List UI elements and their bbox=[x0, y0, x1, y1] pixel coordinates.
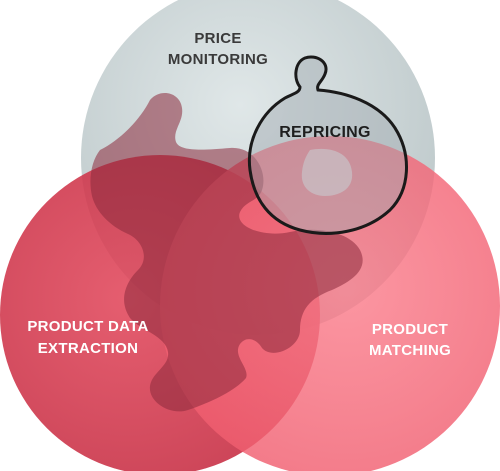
repricing-inner-knob bbox=[301, 148, 353, 196]
product-data-extraction-label-line1: PRODUCT DATA bbox=[27, 318, 148, 335]
repricing-label: REPRICING bbox=[279, 124, 371, 141]
product-matching-label-line1: PRODUCT bbox=[372, 321, 448, 338]
product-matching-circle bbox=[160, 136, 500, 471]
overlap-puzzle-piece bbox=[90, 93, 363, 412]
price-monitoring-label-line2: MONITORING bbox=[168, 51, 268, 68]
repricing-puzzle-piece bbox=[247, 55, 408, 235]
price-monitoring-label-line1: PRICE bbox=[194, 30, 241, 47]
product-matching-label-line2: MATCHING bbox=[369, 342, 451, 359]
product-data-extraction-label-line2: EXTRACTION bbox=[38, 340, 139, 357]
